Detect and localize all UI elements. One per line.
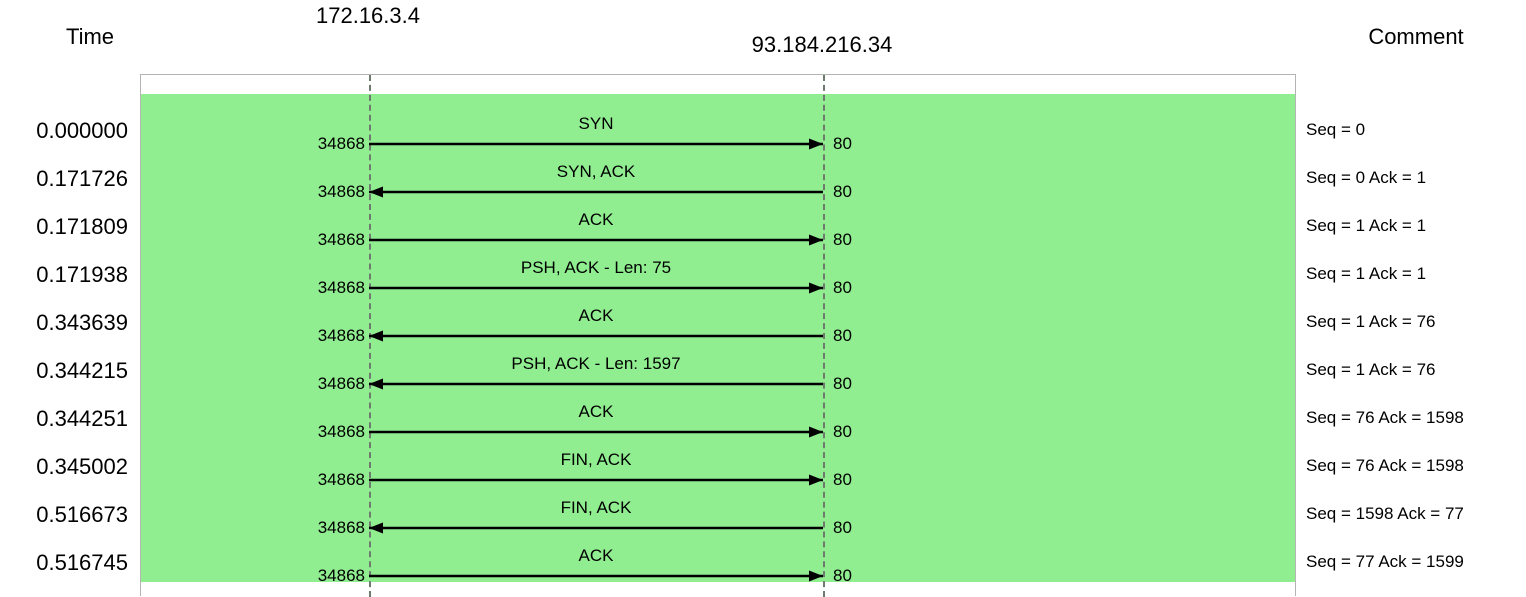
packet-row[interactable]: SYN 34868 80: [141, 98, 1295, 153]
comment-label: Seq = 1598 Ack = 77: [1306, 504, 1464, 523]
comment-label: Seq = 1 Ack = 76: [1306, 360, 1436, 379]
comment-label: Seq = 1 Ack = 76: [1306, 312, 1436, 331]
packet-label: ACK: [578, 210, 614, 229]
time-label: 0.000000: [36, 118, 128, 143]
time-label: 0.343639: [36, 310, 128, 335]
source-port-label: 34868: [317, 134, 365, 153]
packet-label: ACK: [578, 546, 614, 565]
time-label: 0.171809: [36, 214, 128, 239]
node-header-address-1: 93.184.216.34: [751, 32, 893, 57]
time-label: 0.171938: [36, 262, 128, 287]
source-port-label: 34868: [317, 422, 365, 441]
comment-label: Seq = 0: [1306, 120, 1366, 139]
comment-label: Seq = 1 Ack = 1: [1306, 264, 1427, 283]
packet-label: FIN, ACK: [560, 450, 632, 469]
destination-port-label: 80: [833, 134, 852, 153]
destination-port-label: 80: [833, 518, 852, 537]
destination-port-label: 80: [833, 374, 852, 393]
packet-row[interactable]: FIN, ACK 34868 80: [141, 434, 1295, 489]
destination-port-label: 80: [833, 230, 852, 249]
comment-label: Seq = 1 Ack = 1: [1306, 216, 1427, 235]
packet-label: PSH, ACK - Len: 75: [520, 258, 672, 277]
packet-label: SYN, ACK: [556, 162, 636, 181]
packet-arrow-left: [369, 522, 823, 534]
destination-port-label: 80: [833, 278, 852, 297]
packet-row[interactable]: PSH, ACK - Len: 1597 34868 80: [141, 338, 1295, 393]
source-port-label: 34868: [317, 374, 365, 393]
packet-row[interactable]: ACK 34868 80: [141, 194, 1295, 249]
column-header-time: Time: [65, 24, 115, 49]
packet-row[interactable]: ACK 34868 80: [141, 386, 1295, 441]
packet-label: FIN, ACK: [560, 498, 632, 517]
column-header-comment: Comment: [1368, 24, 1464, 49]
lifeline-node-1: [823, 75, 825, 597]
time-label: 0.516745: [36, 550, 128, 575]
packet-arrow-left: [369, 186, 823, 198]
packet-row[interactable]: ACK 34868 80: [141, 290, 1295, 345]
source-port-label: 34868: [317, 278, 365, 297]
time-label: 0.344215: [36, 358, 128, 383]
packet-row[interactable]: PSH, ACK - Len: 75 34868 80: [141, 242, 1295, 297]
node-header-address-0: 172.16.3.4: [316, 3, 420, 28]
packet-arrow-right: [369, 234, 823, 246]
packet-row[interactable]: FIN, ACK 34868 80: [141, 482, 1295, 537]
packet-arrow-right: [369, 282, 823, 294]
packet-arrow-right: [369, 426, 823, 438]
time-label: 0.516673: [36, 502, 128, 527]
packet-arrow-right: [369, 474, 823, 486]
packet-arrow-right: [369, 138, 823, 150]
packet-row[interactable]: ACK 34868 80: [141, 530, 1295, 585]
comment-label: Seq = 76 Ack = 1598: [1306, 408, 1464, 427]
packet-label: PSH, ACK - Len: 1597: [511, 354, 681, 373]
packet-label: ACK: [578, 306, 614, 325]
packet-label: ACK: [578, 402, 614, 421]
time-label: 0.345002: [36, 454, 128, 479]
comment-label: Seq = 76 Ack = 1598: [1306, 456, 1464, 475]
source-port-label: 34868: [317, 518, 365, 537]
time-label: 0.171726: [36, 166, 128, 191]
packet-row[interactable]: SYN, ACK 34868 80: [141, 146, 1295, 201]
source-port-label: 34868: [317, 566, 365, 585]
packet-label: SYN: [578, 114, 614, 133]
destination-port-label: 80: [833, 422, 852, 441]
comment-label: Seq = 77 Ack = 1599: [1306, 552, 1464, 571]
source-port-label: 34868: [317, 230, 365, 249]
destination-port-label: 80: [833, 566, 852, 585]
packet-arrow-right: [369, 570, 823, 582]
destination-port-label: 80: [833, 470, 852, 489]
source-port-label: 34868: [317, 182, 365, 201]
destination-port-label: 80: [833, 326, 852, 345]
selection-highlight-band: [141, 94, 1295, 582]
source-port-label: 34868: [317, 326, 365, 345]
source-port-label: 34868: [317, 470, 365, 489]
destination-port-label: 80: [833, 182, 852, 201]
packet-arrow-left: [369, 330, 823, 342]
time-label: 0.344251: [36, 406, 128, 431]
comment-label: Seq = 0 Ack = 1: [1306, 168, 1427, 187]
packet-arrow-left: [369, 378, 823, 390]
